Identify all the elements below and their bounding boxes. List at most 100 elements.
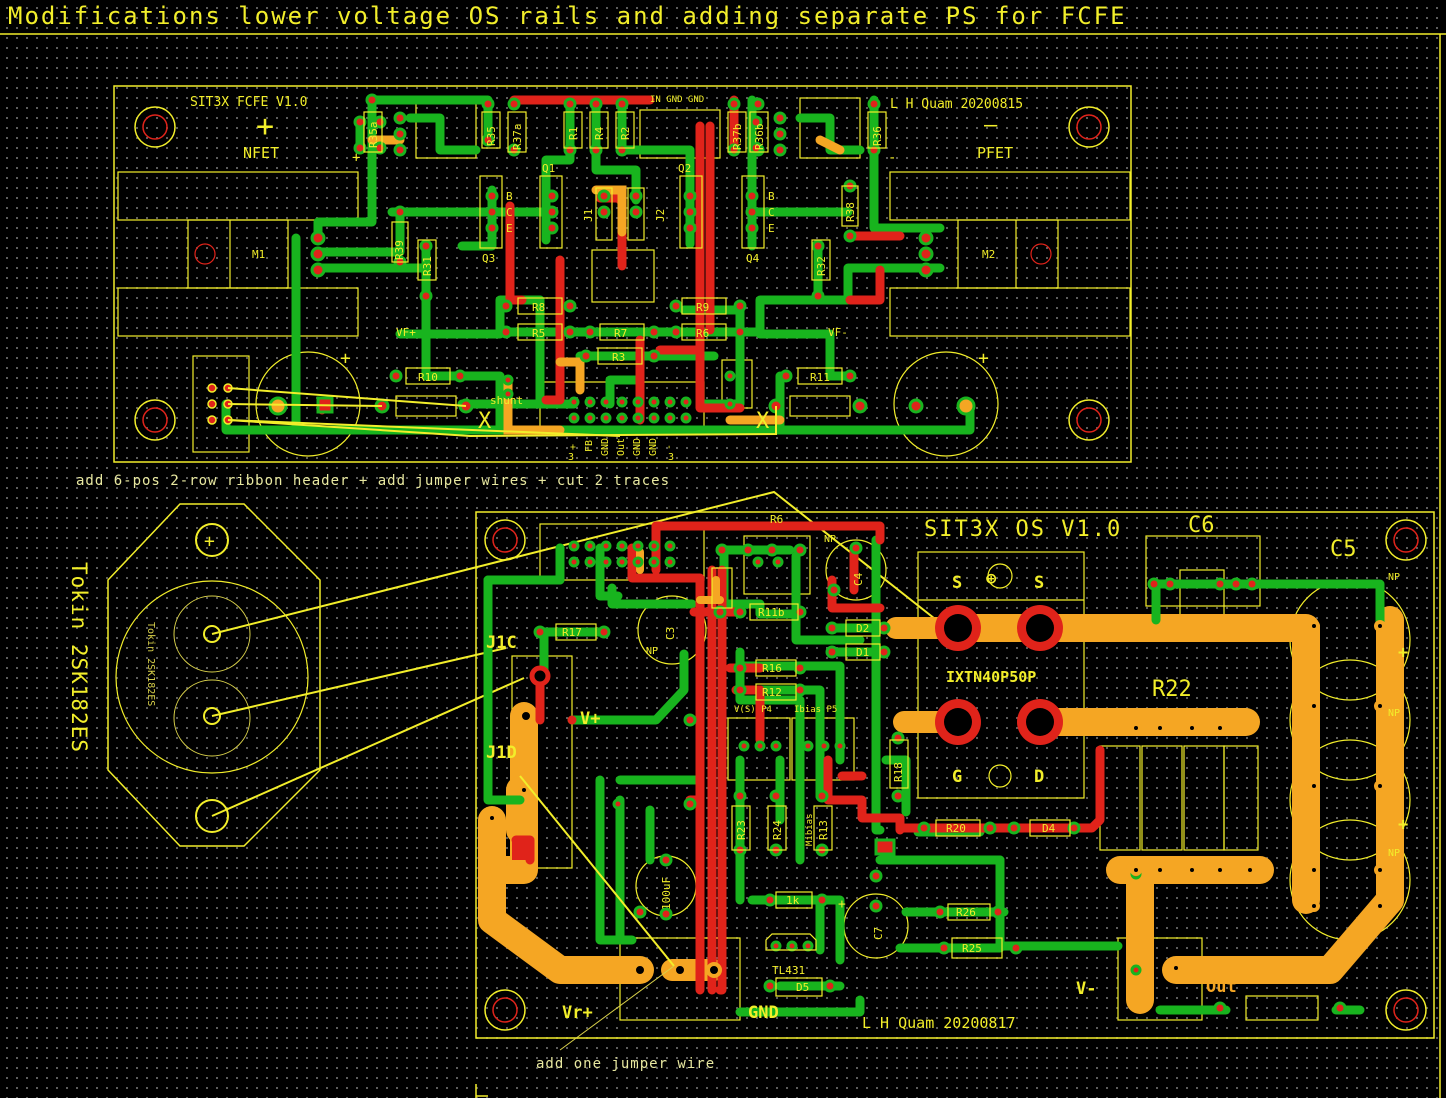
label-j2: J2 <box>654 209 667 222</box>
os-board: R6 C4 C3 R11b R17 D2 D1 R16 R12 R18 R23 … <box>475 511 1435 1098</box>
label-r31: R31 <box>421 256 434 276</box>
label-r36b: R36b <box>753 124 766 151</box>
label-c-q3: C <box>506 206 513 219</box>
tokin-package: + Tokin 2SK182ES Tokin 2SK182ES <box>67 503 321 847</box>
label-r4: R4 <box>593 126 606 140</box>
label-p5: Ibias P5 <box>794 705 837 715</box>
heatsink-left-top <box>117 171 359 221</box>
fet-outline <box>917 551 1085 799</box>
label-r37b: R37b <box>731 124 744 151</box>
label-j1: J1 <box>582 209 595 222</box>
label-v-plus: V+ <box>580 709 600 729</box>
pfet-q-minus: - <box>888 150 896 166</box>
label-fet-d: D <box>1034 767 1044 787</box>
label-r8: R8 <box>532 301 545 314</box>
label-r11b: R11b <box>758 606 785 619</box>
pin-label-3b: 3 <box>668 452 674 463</box>
nfet-plus-sign: + <box>256 109 274 144</box>
c4-outline <box>825 539 887 601</box>
label-r5: R5 <box>532 327 545 340</box>
label-r35: R35 <box>485 126 498 146</box>
os-header-outline <box>539 523 705 581</box>
label-r18: R18 <box>892 762 905 782</box>
label-d1: D1 <box>856 646 869 659</box>
fcfe-resistor-bodies <box>363 111 887 417</box>
fcfe-bottom-traces <box>221 95 975 435</box>
label-shunt: shunt <box>490 394 523 407</box>
label-r16: R16 <box>762 662 782 675</box>
os-jumper-wire <box>519 775 675 967</box>
os-jumper-leader <box>559 965 675 1051</box>
fet-polarity-mark: ⊕ <box>986 569 997 589</box>
c5-plus-1: + <box>1398 643 1408 663</box>
pin-label-gnd1: GND <box>600 438 611 456</box>
os-component-bodies <box>555 567 1071 997</box>
label-q4: Q4 <box>746 252 760 265</box>
label-c-q4: C <box>768 206 775 219</box>
label-r23: R23 <box>735 820 748 840</box>
label-c4: C4 <box>852 572 865 586</box>
os-board-name: SIT3X OS V1.0 <box>924 517 1122 542</box>
label-r3: R3 <box>612 351 625 364</box>
label-q1: Q1 <box>542 162 555 175</box>
label-c5-np2: NP <box>1388 708 1400 719</box>
c7-plus: + <box>838 897 846 912</box>
label-gnd: GND <box>748 1003 779 1023</box>
label-r10: R10 <box>418 371 438 384</box>
label-tl431: TL431 <box>772 964 805 977</box>
label-1k: 1k <box>786 894 800 907</box>
label-d4: D4 <box>1042 822 1056 835</box>
os-author: L H Quam 20200817 <box>862 1014 1016 1032</box>
c6-outline <box>1145 535 1261 607</box>
label-out: Out <box>1206 977 1237 997</box>
label-r38: R38 <box>844 202 857 222</box>
fcfe-mounting-holes <box>134 106 1110 441</box>
fcfe-author: L H Quam 20200815 <box>890 97 1023 112</box>
q-pfet-outline <box>799 97 861 159</box>
m1-outline <box>187 219 289 289</box>
label-r17: R17 <box>562 626 582 639</box>
os-mounting-holes <box>484 519 1427 1031</box>
tokin-wires <box>211 490 945 817</box>
label-fet-s1: S <box>952 573 962 593</box>
label-c6: C6 <box>1188 513 1215 538</box>
nfet-label: NFET <box>243 144 279 162</box>
cut-mark-left: X <box>478 409 492 434</box>
label-r9: R9 <box>696 301 709 314</box>
label-r39: R39 <box>393 240 406 260</box>
label-vf-minus: VF- <box>828 326 848 339</box>
label-c5-np1: NP <box>1388 572 1400 583</box>
label-fet-g: G <box>952 767 962 787</box>
tokin-name: Tokin 2SK182ES <box>67 562 91 753</box>
label-c3-np: NP <box>646 646 658 657</box>
label-r22: R22 <box>1152 677 1192 702</box>
fcfe-board-name: SIT3X FCFE V1.0 <box>190 95 307 110</box>
label-c7: C7 <box>872 927 885 940</box>
heatsink-right-top <box>889 171 1131 221</box>
fcfe-outline <box>113 85 1132 463</box>
cut-mark-right: X <box>756 409 770 434</box>
input-header-outline <box>639 109 721 159</box>
label-m1: M1 <box>252 248 265 261</box>
fcfe-component-labels: R35a R35 R37a R1 R4 R2 R37b R36b R36 R31… <box>252 95 995 407</box>
label-d5: D5 <box>796 981 809 994</box>
label-r12: R12 <box>762 686 782 699</box>
label-b-q3: B <box>506 190 513 203</box>
label-r36: R36 <box>871 126 884 146</box>
label-r26: R26 <box>956 906 976 919</box>
label-header-top: IN GND GND <box>650 95 704 105</box>
label-vf-plus: VF+ <box>396 326 416 339</box>
label-v-minus: V- <box>1076 979 1096 999</box>
label-cap100: 100uF <box>660 877 673 910</box>
label-m2: M2 <box>982 248 995 261</box>
label-r32: R32 <box>815 256 828 276</box>
tokin-plus: + <box>204 531 215 552</box>
fcfe-board: R35a R35 R37a R1 R4 R2 R37b R36b R36 R31… <box>113 85 1132 463</box>
note-jumper: add one jumper wire <box>536 1056 715 1072</box>
label-r24: R24 <box>771 820 784 840</box>
fcfe-pads <box>207 93 976 425</box>
pfet-minus-sign: — <box>984 113 998 138</box>
c3-outline <box>637 595 707 665</box>
